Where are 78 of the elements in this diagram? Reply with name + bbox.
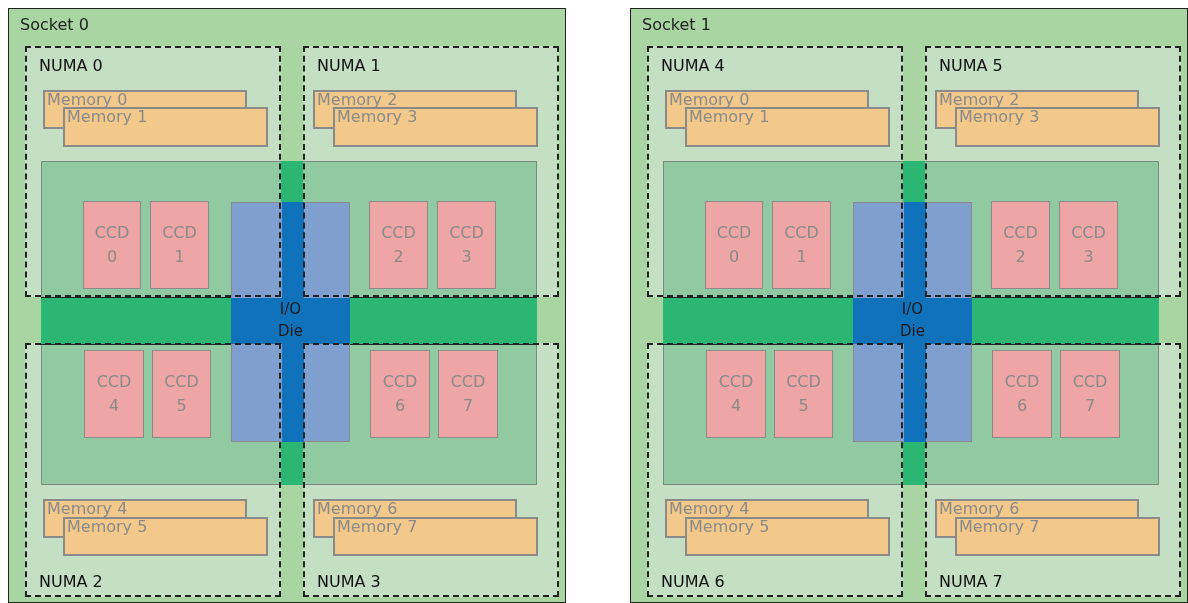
memory-label: Memory 2 [317, 92, 398, 108]
memory-module [333, 107, 538, 147]
ccd-label: CCD 0 [94, 222, 130, 268]
memory-module [685, 517, 890, 556]
memory-label: Memory 4 [47, 501, 128, 517]
memory-module [43, 499, 247, 517]
numa-label: NUMA 0 [39, 56, 103, 75]
memory-label: Memory 7 [959, 519, 1040, 535]
ccd-chiplet [705, 201, 763, 289]
ccd-chiplet [83, 201, 141, 289]
ccd-label: CCD 3 [1071, 222, 1106, 268]
memory-label: Memory 4 [669, 501, 750, 517]
ccd-label: CCD 5 [786, 371, 821, 417]
memory-label: Memory 5 [67, 519, 148, 535]
memory-module [685, 107, 890, 147]
io-die [231, 202, 350, 442]
memory-label: Memory 2 [939, 92, 1020, 108]
ccd-label: CCD 1 [162, 222, 197, 268]
io-die-label: I/O Die [900, 299, 925, 342]
numa-label: NUMA 5 [939, 56, 1003, 75]
ccd-label: CCD 3 [449, 222, 484, 268]
ccd-label: CCD 5 [164, 371, 199, 417]
memory-label: Memory 6 [317, 501, 398, 517]
ccd-chiplet [150, 201, 209, 289]
io-die-label: I/O Die [278, 299, 303, 342]
memory-label: Memory 3 [337, 109, 418, 125]
ccd-label: CCD 4 [718, 371, 754, 417]
numa-label: NUMA 1 [317, 56, 381, 75]
memory-module [63, 107, 268, 147]
numa-label: NUMA 7 [939, 572, 1003, 591]
ccd-label: CCD 2 [1003, 222, 1038, 268]
memory-label: Memory 0 [47, 92, 128, 108]
memory-module [63, 517, 268, 556]
ccd-label: CCD 6 [1004, 371, 1040, 417]
ccd-chiplet [991, 201, 1050, 289]
ccd-chiplet [152, 350, 211, 438]
memory-module [665, 499, 869, 517]
memory-label: Memory 3 [959, 109, 1040, 125]
memory-label: Memory 5 [689, 519, 770, 535]
ccd-chiplet [438, 350, 498, 438]
memory-label: Memory 0 [669, 92, 750, 108]
memory-label: Memory 1 [67, 109, 148, 125]
memory-label: Memory 7 [337, 519, 418, 535]
ccd-chiplet [772, 201, 831, 289]
numa-label: NUMA 4 [661, 56, 725, 75]
memory-module [955, 517, 1160, 556]
ccd-label: CCD 2 [381, 222, 416, 268]
ccd-chiplet [84, 350, 144, 438]
memory-module [955, 107, 1160, 147]
numa-label: NUMA 2 [39, 572, 103, 591]
ccd-label: CCD 7 [450, 371, 486, 417]
socket-label: Socket 0 [20, 15, 89, 34]
socket-label: Socket 1 [642, 15, 711, 34]
ccd-chiplet [370, 350, 430, 438]
memory-module [43, 90, 247, 107]
ccd-chiplet [774, 350, 833, 438]
ccd-label: CCD 0 [716, 222, 752, 268]
memory-label: Memory 6 [939, 501, 1020, 517]
ccd-label: CCD 4 [96, 371, 132, 417]
ccd-label: CCD 1 [784, 222, 819, 268]
memory-module [313, 499, 517, 517]
memory-module [333, 517, 538, 556]
ccd-chiplet [1059, 201, 1118, 289]
memory-label: Memory 1 [689, 109, 770, 125]
ccd-label: CCD 7 [1072, 371, 1108, 417]
ccd-chiplet [706, 350, 766, 438]
memory-module [313, 90, 517, 107]
memory-module [935, 499, 1139, 517]
ccd-label: CCD 6 [382, 371, 418, 417]
ccd-chiplet [437, 201, 496, 289]
memory-module [665, 90, 869, 107]
io-die [853, 202, 972, 442]
ccd-chiplet [369, 201, 428, 289]
ccd-chiplet [1060, 350, 1120, 438]
memory-module [935, 90, 1139, 107]
ccd-chiplet [992, 350, 1052, 438]
numa-label: NUMA 6 [661, 572, 725, 591]
numa-label: NUMA 3 [317, 572, 381, 591]
